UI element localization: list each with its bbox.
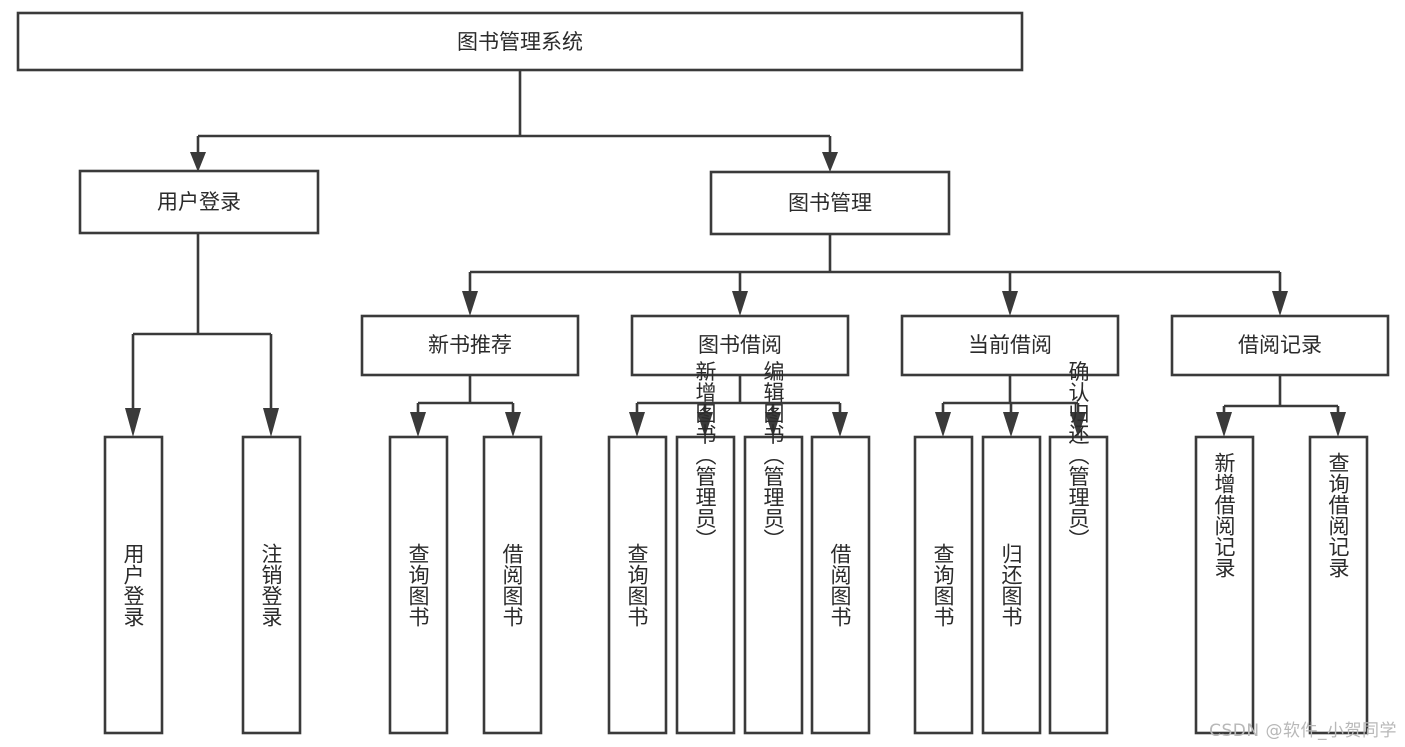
- node-book-management[interactable]: 图书管理: [709, 170, 951, 236]
- connector-group-root: [190, 70, 838, 172]
- node-book-borrow[interactable]: 图书借阅: [630, 314, 850, 377]
- node-root-label: 图书管理系统: [457, 30, 583, 54]
- arrow-head-book-mgmt: [822, 152, 838, 172]
- leaf-br-add-record-label: 新增借阅记录: [1212, 452, 1236, 578]
- node-book-management-label: 图书管理: [788, 191, 872, 215]
- connector-group-book-borrow: [629, 375, 848, 437]
- arrow-head-bb-leaf-4: [832, 412, 848, 437]
- leaf-bb-edit-book[interactable]: 编辑图书（管理员）: [743, 361, 804, 735]
- node-book-management-box[interactable]: [709, 170, 951, 236]
- leaf-br-query-record[interactable]: 查询借阅记录: [1308, 435, 1369, 735]
- arrow-head-user-login: [190, 152, 206, 172]
- arrow-head-br-leaf-1: [1216, 412, 1232, 437]
- node-root-box[interactable]: [16, 11, 1024, 72]
- arrow-head-cb-leaf-3: [1070, 412, 1086, 437]
- leaf-cb-query-book-label: 查询图书: [931, 543, 955, 627]
- node-book-borrow-box[interactable]: [630, 314, 850, 377]
- arrow-head-current-borrow: [1002, 291, 1018, 316]
- leaf-bb-query-book-box[interactable]: [607, 435, 668, 735]
- leaf-br-add-record[interactable]: 新增借阅记录: [1194, 435, 1255, 735]
- arrow-head-br-leaf-2: [1330, 412, 1346, 437]
- leaf-bb-add-book[interactable]: 新增图书（管理员）: [675, 361, 736, 735]
- connector-group-user-login: [125, 233, 279, 437]
- connector-group-current-borrow: [935, 375, 1086, 437]
- leaf-bb-borrow-book-box[interactable]: [810, 435, 871, 735]
- watermark-text: CSDN @软件_小贺同学: [1209, 721, 1397, 741]
- leaf-bb-edit-book-label: 编辑图书（管理员）: [761, 361, 785, 550]
- leaf-nbr-borrow-book-label: 借阅图书: [500, 543, 524, 627]
- arrow-head-book-borrow: [732, 291, 748, 316]
- leaf-cb-return-book[interactable]: 归还图书: [981, 435, 1042, 735]
- leaf-cb-query-book[interactable]: 查询图书: [913, 435, 974, 735]
- leaf-user-login[interactable]: 用户登录: [103, 435, 164, 735]
- leaf-logout[interactable]: 注销登录: [241, 435, 302, 735]
- arrow-head-leaf-logout: [263, 408, 279, 437]
- arrow-head-borrow-record: [1272, 291, 1288, 316]
- node-borrow-record-box[interactable]: [1170, 314, 1390, 377]
- arrow-head-bb-leaf-2: [697, 412, 713, 437]
- leaf-bb-borrow-book[interactable]: 借阅图书: [810, 435, 871, 735]
- node-borrow-record-label: 借阅记录: [1238, 333, 1322, 357]
- leaf-bb-query-book[interactable]: 查询图书: [607, 435, 668, 735]
- leaf-nbr-borrow-book[interactable]: 借阅图书: [482, 435, 543, 735]
- leaf-nbr-query-book-label: 查询图书: [406, 543, 430, 627]
- leaf-bb-add-book-box[interactable]: [675, 435, 736, 735]
- node-borrow-record[interactable]: 借阅记录: [1170, 314, 1390, 377]
- leaf-user-login-label: 用户登录: [121, 543, 145, 627]
- connector-group-borrow-record: [1216, 375, 1346, 437]
- leaf-br-add-record-box[interactable]: [1194, 435, 1255, 735]
- arrow-head-leaf-user-login: [125, 408, 141, 437]
- leaf-cb-confirm-return-label: 确认归还（管理员）: [1066, 361, 1090, 550]
- leaf-br-query-record-box[interactable]: [1308, 435, 1369, 735]
- leaf-cb-confirm-return-box[interactable]: [1048, 435, 1109, 735]
- leaf-cb-confirm-return[interactable]: 确认归还（管理员）: [1048, 361, 1109, 735]
- leaf-bb-query-book-label: 查询图书: [625, 543, 649, 627]
- leaf-cb-return-book-box[interactable]: [981, 435, 1042, 735]
- leaf-nbr-query-book[interactable]: 查询图书: [388, 435, 449, 735]
- node-book-borrow-label: 图书借阅: [698, 333, 782, 357]
- node-current-borrow[interactable]: 当前借阅: [900, 314, 1120, 377]
- connector-group-book-mgmt: [462, 234, 1288, 316]
- arrow-head-cb-leaf-1: [935, 412, 951, 437]
- leaf-bb-edit-book-box[interactable]: [743, 435, 804, 735]
- node-user-login-box[interactable]: [78, 169, 320, 235]
- leaf-user-login-box[interactable]: [103, 435, 164, 735]
- node-current-borrow-box[interactable]: [900, 314, 1120, 377]
- leaf-logout-label: 注销登录: [259, 543, 283, 627]
- node-new-book-recommend-box[interactable]: [360, 314, 580, 377]
- node-new-book-recommend-label: 新书推荐: [428, 333, 512, 357]
- arrow-head-bb-leaf-3: [765, 412, 781, 437]
- arrow-head-cb-leaf-2: [1003, 412, 1019, 437]
- leaf-br-query-record-label: 查询借阅记录: [1326, 452, 1350, 578]
- arrow-head-bb-leaf-1: [629, 412, 645, 437]
- leaf-nbr-borrow-book-box[interactable]: [482, 435, 543, 735]
- leaf-bb-add-book-label: 新增图书（管理员）: [693, 361, 717, 550]
- arrow-head-nbr-leaf-2: [505, 412, 521, 437]
- leaf-cb-query-book-box[interactable]: [913, 435, 974, 735]
- leaf-cb-return-book-label: 归还图书: [999, 543, 1023, 627]
- leaf-logout-box[interactable]: [241, 435, 302, 735]
- leaf-nbr-query-book-box[interactable]: [388, 435, 449, 735]
- leaf-bb-borrow-book-label: 借阅图书: [828, 543, 852, 627]
- node-root[interactable]: 图书管理系统: [16, 11, 1024, 72]
- node-user-login-label: 用户登录: [157, 190, 241, 214]
- arrow-head-new-book-recommend: [462, 291, 478, 316]
- connector-group-new-book-recommend: [410, 375, 521, 437]
- arrow-head-nbr-leaf-1: [410, 412, 426, 437]
- node-user-login[interactable]: 用户登录: [78, 169, 320, 235]
- node-new-book-recommend[interactable]: 新书推荐: [360, 314, 580, 377]
- node-current-borrow-label: 当前借阅: [968, 333, 1052, 357]
